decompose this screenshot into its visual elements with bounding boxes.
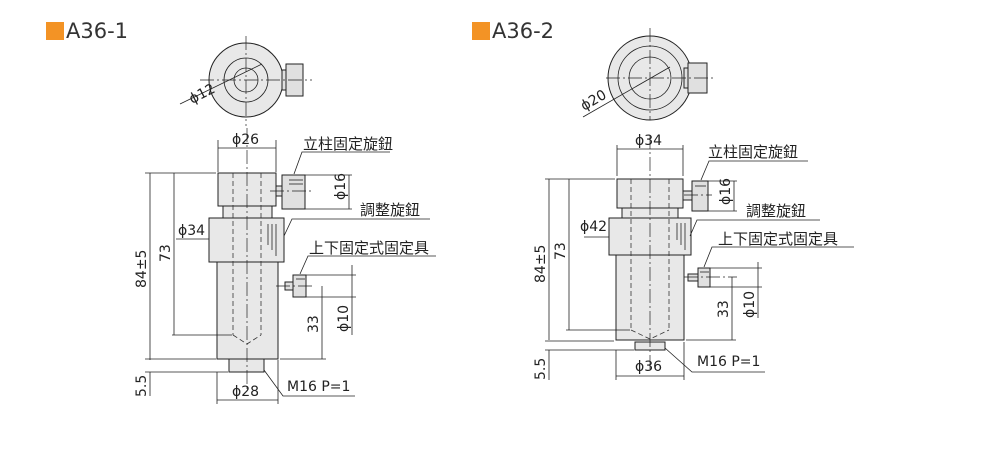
base-height: 5.5 bbox=[533, 358, 549, 380]
knob-dia: ϕ16 bbox=[333, 173, 349, 200]
knob-dia: ϕ16 bbox=[718, 178, 734, 205]
lock-dia: ϕ10 bbox=[742, 291, 758, 318]
title-a36-1: A36-1 bbox=[46, 19, 128, 43]
lock-dia: ϕ10 bbox=[336, 305, 352, 332]
orange-square-icon bbox=[46, 22, 64, 40]
title-text: A36-1 bbox=[66, 19, 129, 43]
thread-spec: M16 P=1 bbox=[287, 379, 350, 395]
label-lock: 上下固定式固定具 bbox=[718, 230, 838, 248]
title-a36-2: A36-2 bbox=[472, 19, 554, 43]
label-column-knob: 立柱固定旋鈕 bbox=[708, 143, 798, 161]
depth: 73 bbox=[158, 244, 174, 262]
label-adjust-knob: 調整旋鈕 bbox=[360, 201, 420, 219]
lock-height: 33 bbox=[306, 315, 322, 333]
depth: 73 bbox=[553, 242, 569, 260]
drawing-a36-2: ϕ20 bbox=[533, 28, 854, 380]
bottom-dia: ϕ28 bbox=[232, 384, 259, 400]
top-dia: ϕ26 bbox=[232, 132, 259, 148]
title-text: A36-2 bbox=[492, 19, 555, 43]
side-view: ϕ34 84±5 73 5.5 ϕ42 ϕ36 M16 P=1 bbox=[533, 133, 854, 380]
top-dia: ϕ34 bbox=[635, 133, 662, 149]
label-column-knob: 立柱固定旋鈕 bbox=[303, 135, 393, 153]
top-view-dia: ϕ20 bbox=[578, 87, 609, 114]
thread-spec: M16 P=1 bbox=[697, 354, 760, 370]
lock-height: 33 bbox=[716, 300, 732, 318]
label-lock: 上下固定式固定具 bbox=[309, 239, 429, 257]
bottom-dia: ϕ36 bbox=[635, 359, 662, 375]
collar-dia: ϕ42 bbox=[580, 219, 607, 235]
base-height: 5.5 bbox=[134, 375, 150, 397]
orange-square-icon bbox=[472, 22, 490, 40]
label-adjust-knob: 調整旋鈕 bbox=[746, 202, 806, 220]
side-view: ϕ26 84±5 73 5.5 ϕ34 ϕ28 M16 P=1 bbox=[134, 128, 436, 404]
top-view: ϕ12 bbox=[179, 36, 312, 126]
drawing-a36-1: ϕ12 bbox=[134, 36, 436, 404]
overall-height: 84±5 bbox=[134, 250, 150, 288]
overall-height: 84±5 bbox=[533, 245, 549, 283]
top-view: ϕ20 bbox=[578, 28, 716, 121]
collar-dia: ϕ34 bbox=[178, 223, 205, 239]
